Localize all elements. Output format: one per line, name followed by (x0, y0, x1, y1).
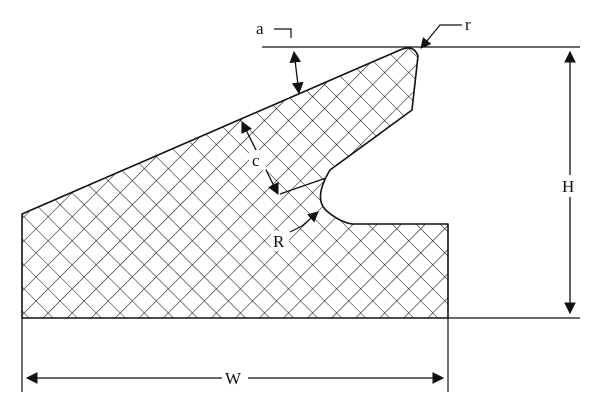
a-leader-line (274, 28, 292, 38)
label-a: a (256, 19, 264, 38)
label-r: r (465, 15, 471, 34)
label-H: H (562, 177, 574, 196)
R-leader-line (289, 211, 319, 233)
label-R: R (273, 232, 285, 251)
label-c: c (252, 151, 260, 170)
a-dimension-line (289, 50, 304, 95)
r-leader-line (420, 24, 462, 49)
c-extension-line (279, 177, 327, 195)
seal-cross-section (21, 47, 449, 319)
label-W: W (225, 369, 242, 388)
